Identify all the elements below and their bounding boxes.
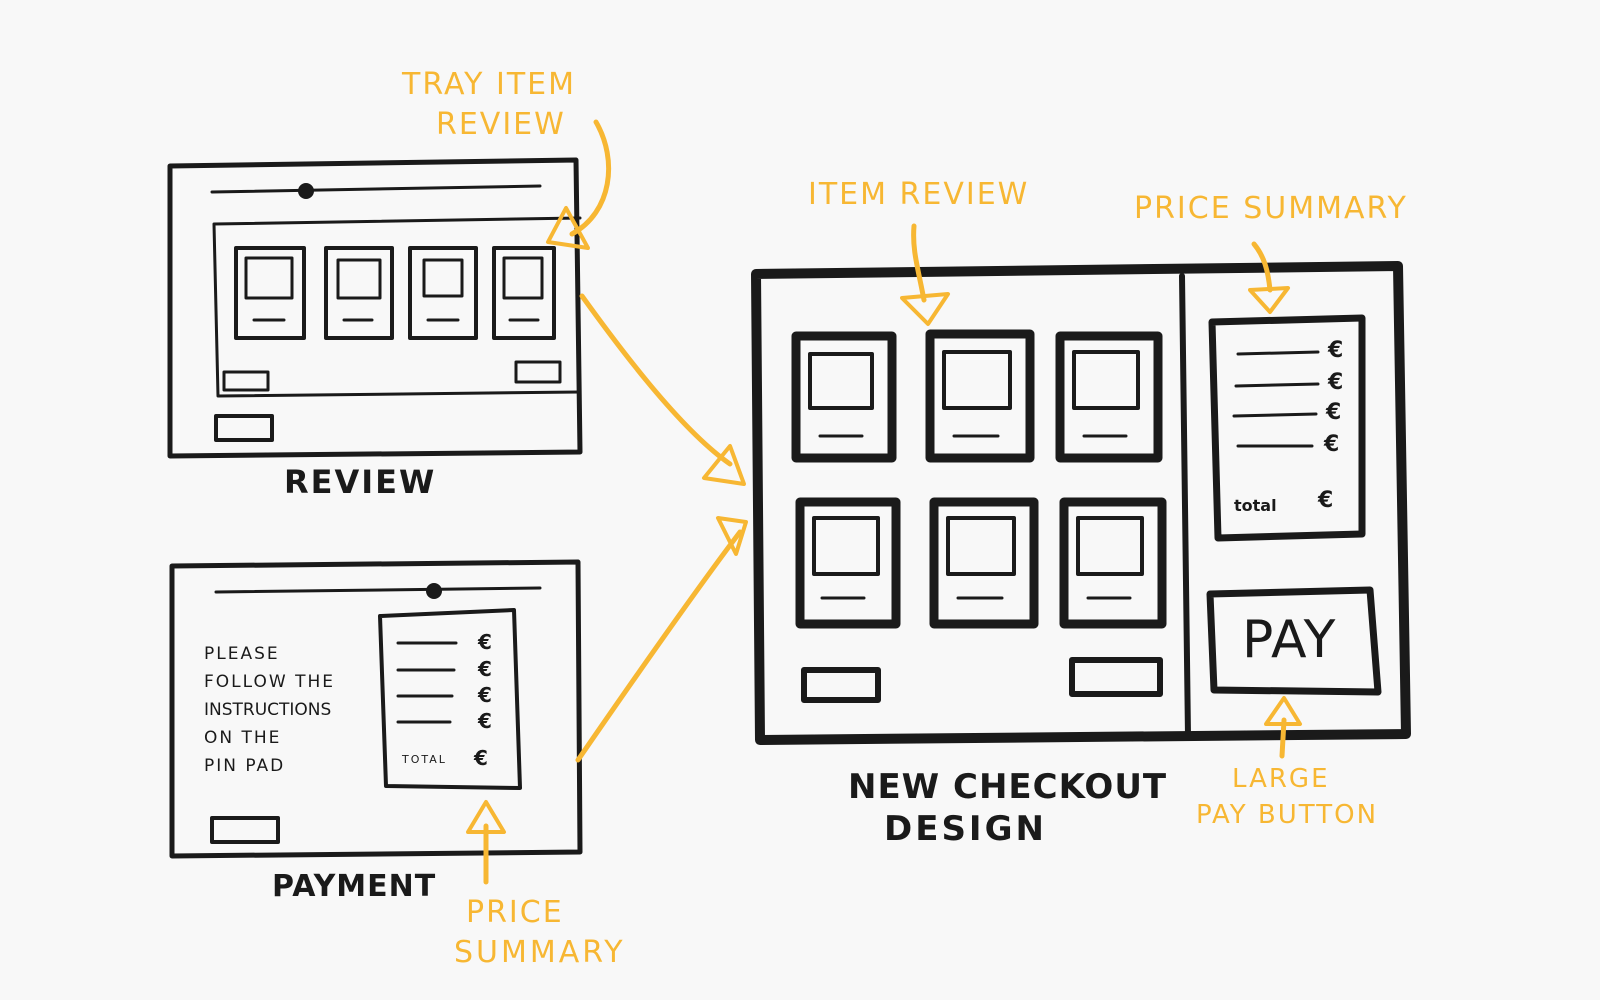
arrowhead-icon xyxy=(1264,696,1302,726)
review-caption: Review xyxy=(284,463,437,501)
payment-currency-symbol: € xyxy=(478,630,494,654)
review-tray-item xyxy=(324,246,394,340)
checkout-frame xyxy=(751,261,1411,745)
arrowhead-icon xyxy=(546,206,590,250)
payment-frame xyxy=(169,559,583,859)
payment-instruction-line: follow the xyxy=(204,672,335,692)
payment-price-summary-label-line2: summary xyxy=(454,935,626,970)
payment-to-checkout-arrow xyxy=(575,529,743,763)
item-review-label: Item review xyxy=(808,177,1030,212)
checkout-summary-line xyxy=(1236,350,1320,356)
checkout-item-card xyxy=(1055,331,1163,463)
payment-currency-symbol: € xyxy=(478,657,494,681)
payment-wireframe xyxy=(169,559,583,859)
checkout-item-card xyxy=(925,329,1035,463)
review-tray-item xyxy=(408,246,478,340)
review-tray-button-right xyxy=(514,360,562,384)
tray-review-arrow xyxy=(569,119,611,237)
payment-progress-track xyxy=(214,586,542,594)
item-review-pointer xyxy=(911,223,927,303)
review-progress-track xyxy=(210,184,542,194)
review-tray-button-left xyxy=(222,370,270,392)
checkout-currency-symbol: € xyxy=(1318,488,1336,513)
checkout-price-summary-panel xyxy=(1208,314,1366,542)
checkout-item-card xyxy=(791,331,897,463)
checkout-pay-button-frame xyxy=(1206,586,1382,696)
checkout-item-card xyxy=(929,497,1039,629)
payment-instruction-line: instructions xyxy=(204,700,332,720)
payment-progress-dot xyxy=(426,583,442,599)
tray-item-review-label-line1: Tray item xyxy=(402,67,577,102)
checkout-summary-line xyxy=(1234,382,1320,388)
checkout-summary-line xyxy=(1232,412,1318,418)
payment-instruction-line: Please xyxy=(204,644,280,664)
review-frame xyxy=(167,157,583,459)
checkout-currency-symbol: € xyxy=(1328,338,1346,363)
payment-total-label: total xyxy=(402,753,447,766)
arrowhead-icon xyxy=(1248,286,1290,314)
payment-currency-symbol: € xyxy=(478,709,494,733)
review-tray-item xyxy=(234,246,306,340)
price-summary-label: Price summary xyxy=(1134,191,1408,226)
review-progress-dot xyxy=(298,183,314,199)
arrowhead-icon xyxy=(702,444,746,486)
price-summary-pointer xyxy=(1251,241,1273,293)
large-pay-button-label-line1: Large xyxy=(1232,764,1330,794)
large-pay-button-label-line2: pay button xyxy=(1196,800,1379,830)
checkout-currency-symbol: € xyxy=(1328,370,1346,395)
payment-price-summary-panel xyxy=(378,608,522,790)
review-tray-item xyxy=(492,246,556,340)
checkout-item-card xyxy=(1059,497,1167,629)
checkout-next-button xyxy=(1069,657,1163,697)
checkout-caption-line1: New checkout xyxy=(848,767,1168,807)
tray-item-review-label-line2: review xyxy=(436,107,566,142)
payment-currency-symbol: € xyxy=(474,746,490,770)
arrowhead-icon xyxy=(900,292,950,326)
payment-caption: Payment xyxy=(272,869,437,904)
payment-back-button xyxy=(210,816,280,844)
checkout-currency-symbol: € xyxy=(1324,432,1342,457)
checkout-divider xyxy=(1179,273,1191,739)
checkout-item-card xyxy=(795,497,901,629)
checkout-wireframe xyxy=(751,261,1411,745)
checkout-caption-line2: design xyxy=(884,809,1047,849)
review-to-checkout-arrow xyxy=(579,293,733,467)
annotation-arrows xyxy=(466,119,1302,885)
checkout-back-button xyxy=(801,667,881,703)
payment-currency-symbol: € xyxy=(478,683,494,707)
arrowhead-icon xyxy=(466,800,506,834)
payment-price-summary-label-line1: Price xyxy=(466,895,564,930)
checkout-currency-symbol: € xyxy=(1326,400,1344,425)
review-wireframe xyxy=(167,157,583,459)
payment-instruction-line: on the xyxy=(204,728,282,748)
payment-instruction-line: pin pad xyxy=(204,756,286,776)
review-tray-panel xyxy=(212,216,582,398)
review-back-button xyxy=(214,414,274,442)
arrowhead-icon xyxy=(716,516,748,556)
pay-button[interactable]: PAY xyxy=(1242,610,1337,670)
checkout-total-label: total xyxy=(1234,496,1277,515)
